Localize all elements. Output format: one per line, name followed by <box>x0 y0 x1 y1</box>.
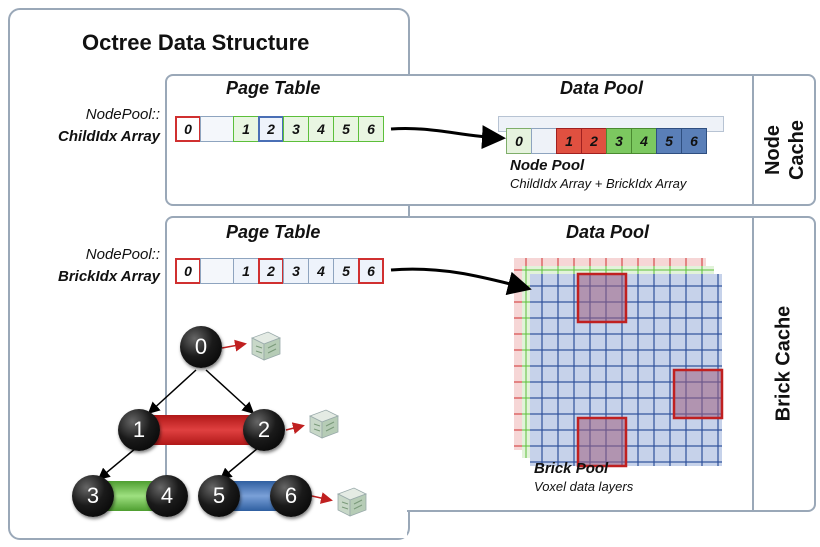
node-pool-cell: 6 <box>681 128 707 154</box>
node-pool-cell: 2 <box>581 128 607 154</box>
brick-cache-label: Brick Cache <box>772 305 795 422</box>
childidx-page-table-title: Page Table <box>226 78 321 98</box>
node-pool-cell: 5 <box>656 128 682 154</box>
page-table-cell <box>200 258 234 284</box>
childidx-data-pool-title: Data Pool <box>560 78 644 98</box>
page-table-cell: 0 <box>175 258 201 284</box>
brickidx-page-table-array: 0 1 2 3 4 5 6 <box>175 258 384 284</box>
childidx-side-label-name: ChildIdx Array <box>58 128 160 145</box>
node-pool-cell: 0 <box>506 128 532 154</box>
page-table-cell: 1 <box>233 116 259 142</box>
node-pool-cell <box>531 128 557 154</box>
page-table-cell: 3 <box>283 116 309 142</box>
page-table-cell: 3 <box>283 258 309 284</box>
tree-node: 3 <box>72 475 114 517</box>
brickidx-page-table-title: Page Table <box>226 222 321 242</box>
tree-node: 1 <box>118 409 160 451</box>
node-cache-panel <box>752 74 816 206</box>
page-table-cell: 2 <box>258 258 284 284</box>
page-table-cell: 6 <box>358 116 384 142</box>
brickidx-side-label-prefix: NodePool:: <box>85 246 160 263</box>
brick-highlight <box>576 272 628 324</box>
page-table-cell: 5 <box>333 258 359 284</box>
tree-node: 0 <box>180 326 222 368</box>
node-cache-label: Node Cache <box>761 95 809 205</box>
tree-node: 5 <box>198 475 240 517</box>
page-table-cell: 1 <box>233 258 259 284</box>
page-table-cell: 5 <box>333 116 359 142</box>
brick-cube-icon <box>251 331 281 361</box>
node-pool-array: 0 1 2 3 4 5 6 <box>506 128 707 154</box>
page-table-cell: 6 <box>358 258 384 284</box>
node-cache-label-line2: Cache <box>786 119 808 181</box>
brick-cube-icon <box>309 409 339 439</box>
brick-pool-name: Brick Pool <box>534 460 609 477</box>
tree-node: 6 <box>270 475 312 517</box>
brick-pool-grid <box>514 258 724 468</box>
brickidx-side-label-name: BrickIdx Array <box>58 268 160 285</box>
childidx-side-label-prefix: NodePool:: <box>85 106 160 123</box>
node-pool-cell: 3 <box>606 128 632 154</box>
node-cache-label-line1: Node <box>762 125 784 175</box>
brickidx-side-label: NodePool:: BrickIdx Array <box>20 244 160 288</box>
tree-node: 2 <box>243 409 285 451</box>
childidx-page-table-array: 0 1 2 3 4 5 6 <box>175 116 384 142</box>
node-pool-desc: ChildIdx Array + BrickIdx Array <box>510 176 687 191</box>
page-table-cell <box>200 116 234 142</box>
node-pool-cell: 4 <box>631 128 657 154</box>
page-table-cell: 2 <box>258 116 284 142</box>
brick-cube-icon <box>337 487 367 517</box>
octree-structure-title: Octree Data Structure <box>82 30 310 55</box>
tree-node: 4 <box>146 475 188 517</box>
brick-highlight <box>576 416 628 468</box>
page-table-cell: 4 <box>308 116 334 142</box>
page-table-cell: 0 <box>175 116 201 142</box>
brick-highlight <box>672 368 724 420</box>
page-table-cell: 4 <box>308 258 334 284</box>
node-pool-cell: 1 <box>556 128 582 154</box>
childidx-side-label: NodePool:: ChildIdx Array <box>20 104 160 148</box>
brickidx-data-pool-title: Data Pool <box>566 222 650 242</box>
node-pool-name: Node Pool <box>510 157 585 174</box>
brick-cache-panel <box>752 216 816 512</box>
brick-pool-desc: Voxel data layers <box>534 479 634 494</box>
